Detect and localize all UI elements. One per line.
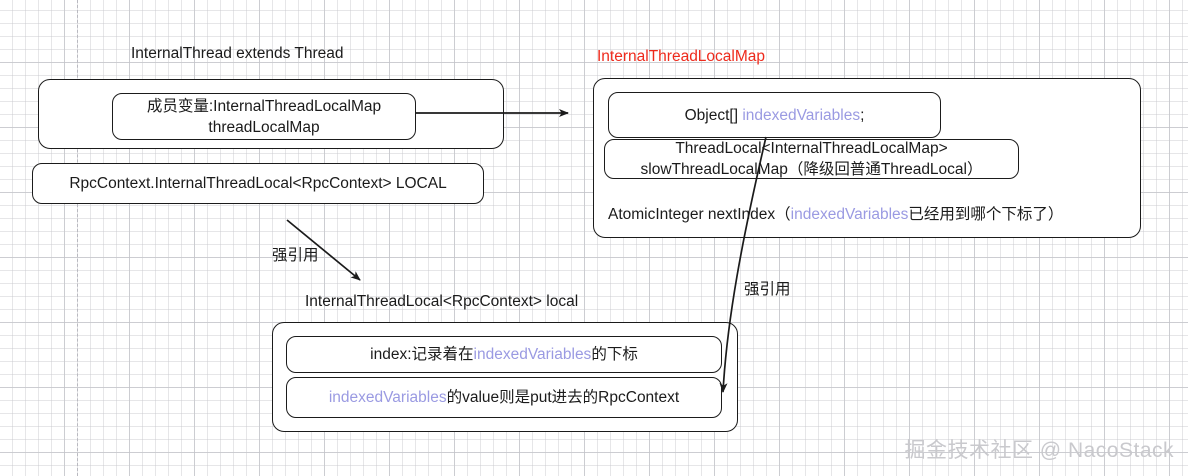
next-index-label: AtomicInteger nextIndex（indexedVariables… <box>608 206 1063 224</box>
indexed-variables-box: Object[] indexedVariables; <box>608 92 941 138</box>
strong-ref-label-left: 强引用 <box>272 247 319 264</box>
indexed-variables-name: indexedVariables <box>742 106 861 124</box>
indexed-value-purple: indexedVariables <box>328 389 447 406</box>
strong-ref-label-right: 强引用 <box>744 281 791 298</box>
member-variable-line1: 成员变量:InternalThreadLocalMap <box>146 97 382 115</box>
index-record-purple: indexedVariables <box>473 346 592 363</box>
index-record-prefix: index:记录着在 <box>370 346 474 363</box>
next-index-purple: indexedVariables <box>790 206 909 223</box>
indexed-value-box: indexedVariables的value则是put进去的RpcContext <box>286 377 722 418</box>
indexed-variables-suffix: ; <box>860 106 865 124</box>
index-record-label: index:记录着在indexedVariables的下标 <box>370 344 638 365</box>
slow-thread-local-map-box: ThreadLocal<InternalThreadLocalMap> slow… <box>604 139 1019 179</box>
guide-dashed-line <box>77 0 78 476</box>
thread-local-map-label: threadLocalMap <box>208 118 320 136</box>
indexed-variables-decl: Object[] indexedVariables; <box>685 105 865 126</box>
next-index-prefix: AtomicInteger nextIndex（ <box>608 206 791 223</box>
bottom-panel-title: InternalThreadLocal<RpcContext> local <box>305 293 579 310</box>
watermark: 掘金技术社区 @ NacoStack <box>904 439 1174 462</box>
indexed-value-label: indexedVariables的value则是put进去的RpcContext <box>329 387 679 408</box>
slow-thread-local-map-line1: ThreadLocal<InternalThreadLocalMap> <box>675 140 948 157</box>
member-variable-box: 成员变量:InternalThreadLocalMap threadLocalM… <box>112 93 416 140</box>
index-record-box: index:记录着在indexedVariables的下标 <box>286 336 722 373</box>
indexed-variables-prefix: Object[] <box>684 106 743 124</box>
rpc-context-local-box: RpcContext.InternalThreadLocal<RpcContex… <box>32 163 484 204</box>
next-index-suffix: 已经用到哪个下标了） <box>908 206 1064 223</box>
right-panel-title: InternalThreadLocalMap <box>597 48 766 65</box>
indexed-value-suffix: 的value则是put进去的RpcContext <box>446 389 680 406</box>
rpc-context-local-label: RpcContext.InternalThreadLocal<RpcContex… <box>69 175 447 192</box>
index-record-suffix: 的下标 <box>591 346 638 363</box>
slow-thread-local-map-line2: slowThreadLocalMap（降级回普通ThreadLocal） <box>640 161 983 178</box>
left-panel-title: InternalThread extends Thread <box>131 45 344 62</box>
